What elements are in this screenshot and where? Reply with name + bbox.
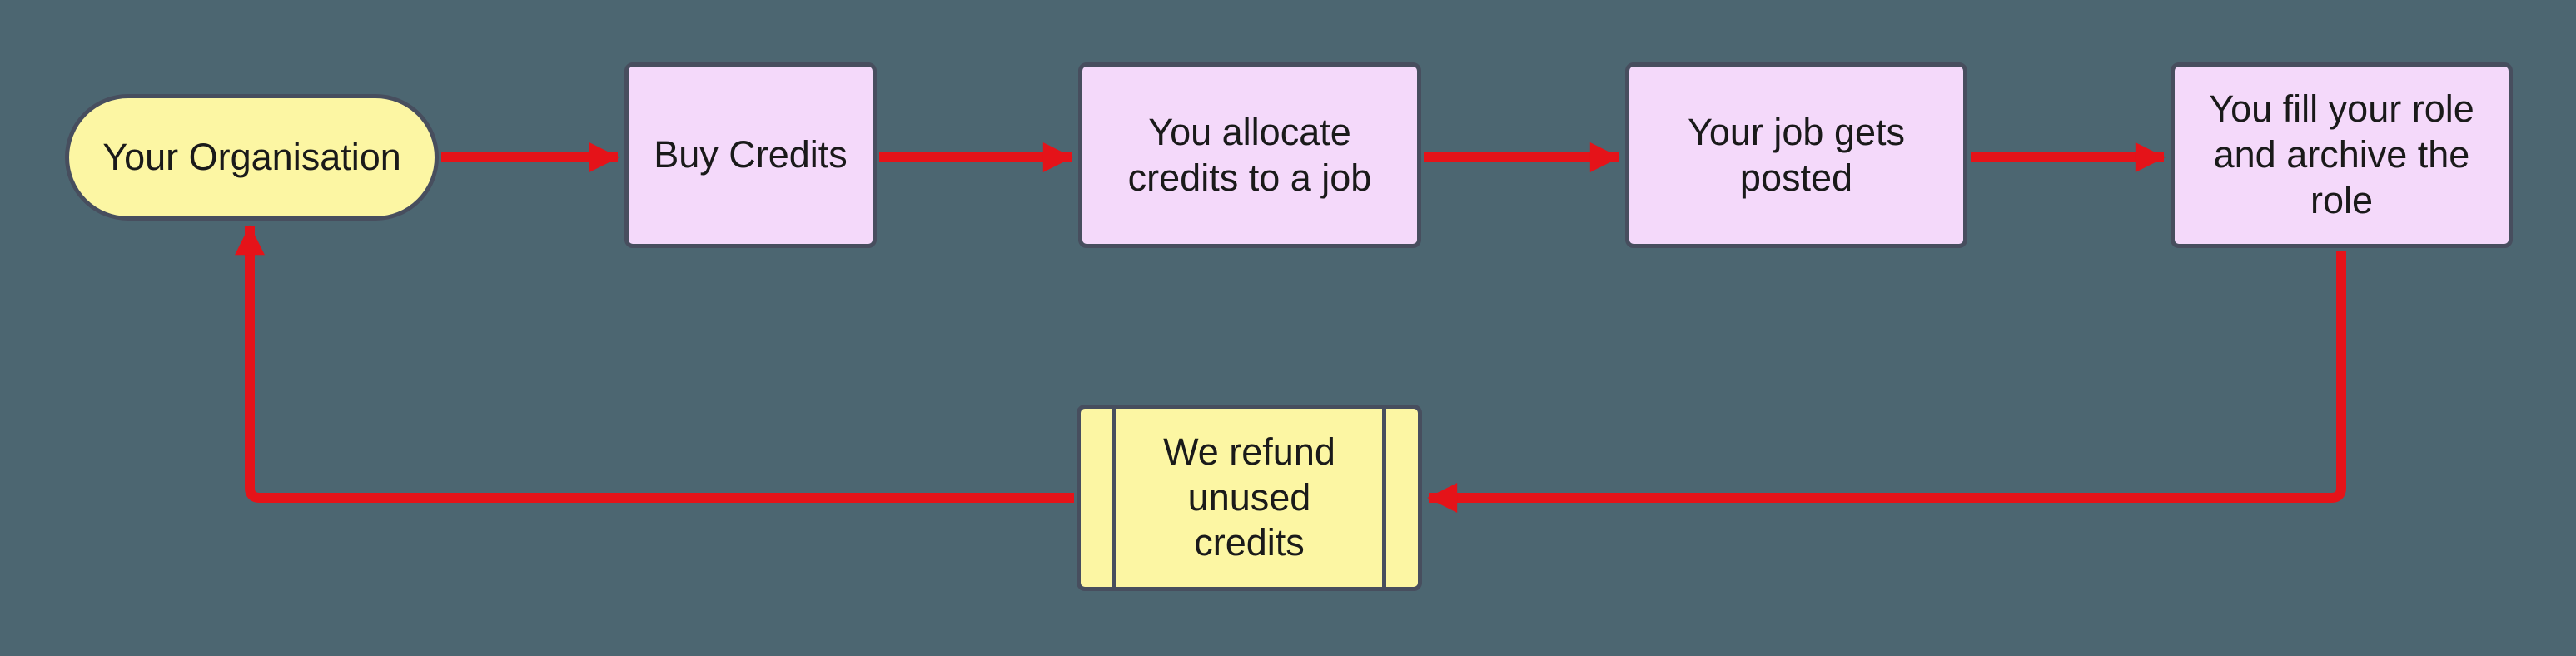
node-buy-credits: Buy Credits: [624, 62, 877, 248]
node-buy-credits-label: Buy Credits: [654, 133, 848, 176]
arrow-fill-role-to-refund: [1427, 251, 2346, 513]
arrow-refund-to-organisation: [235, 225, 1074, 503]
node-refund-credits-label: We refund unused credits: [1163, 430, 1335, 564]
subroutine-divider-left: [1112, 409, 1116, 587]
node-your-organisation-label: Your Organisation: [102, 135, 401, 178]
subroutine-divider-right: [1382, 409, 1386, 587]
node-fill-role-label: You fill your role and archive the role: [2209, 87, 2474, 221]
node-refund-credits: We refund unused credits: [1077, 405, 1422, 591]
node-allocate-credits-label: You allocate credits to a job: [1127, 110, 1372, 199]
node-fill-role: You fill your role and archive the role: [2171, 62, 2513, 248]
node-job-posted-label: Your job gets posted: [1687, 110, 1906, 199]
node-your-organisation: Your Organisation: [65, 94, 439, 221]
node-allocate-credits: You allocate credits to a job: [1078, 62, 1421, 248]
node-job-posted: Your job gets posted: [1625, 62, 1967, 248]
